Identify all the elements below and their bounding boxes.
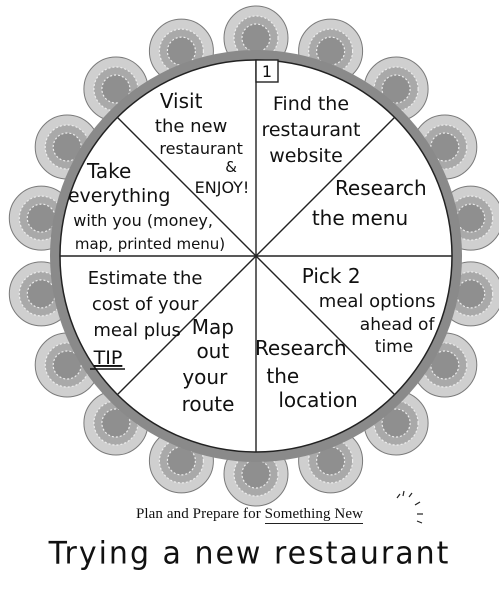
segment-pick-meals: Pick 2 meal options ahead of time [302, 264, 441, 357]
svg-text:Take everything wi: Take everything with you (money, map, pr… [68, 159, 225, 253]
scallop-ring [26, 203, 56, 233]
scallop-ring [456, 203, 486, 233]
scallop-ring [52, 350, 82, 380]
scallop-ring [456, 279, 486, 309]
segment-line: meal plus [93, 320, 181, 341]
segment-line: the menu [312, 206, 408, 230]
segment-line: map, printed menu) [75, 235, 225, 253]
segment-line: ahead of [360, 315, 436, 335]
segment-line: ENJOY! [195, 178, 250, 197]
scallop-ring [52, 132, 82, 162]
scallop-ring [101, 74, 131, 104]
svg-text:Research the menu: Research the menu [312, 176, 433, 230]
segment-line: route [182, 392, 235, 416]
svg-text:Research the locat: Research the location [255, 336, 358, 412]
segment-line: meal options [319, 291, 436, 312]
footer-title: Trying a new restaurant [48, 535, 451, 572]
step-number-box: 1 [255, 59, 279, 83]
segment-research-menu: Research the menu [312, 176, 433, 230]
segment-line: the [266, 364, 299, 388]
sparkle-icon [396, 490, 423, 524]
segment-line: everything [68, 185, 171, 207]
segment-take-everything: Take everything with you (money, map, pr… [68, 159, 225, 253]
scallop-ring [381, 74, 411, 104]
segment-line: restaurant [159, 139, 242, 158]
segment-line: & [225, 158, 237, 176]
segment-line: your [182, 365, 228, 389]
svg-text:Visit the new rest: Visit the new restaurant & ENJOY! [155, 89, 249, 197]
svg-text:Estimate the cost of you: Estimate the cost of your meal plus TIP [88, 268, 209, 369]
step-number: 1 [262, 62, 272, 81]
segment-line: the new [155, 116, 227, 137]
divider-diagonal-2 [116, 116, 396, 396]
scallop-ring [381, 408, 411, 438]
scallop-ring [101, 408, 131, 438]
segment-dividers [60, 60, 452, 452]
segment-line: Take [86, 159, 131, 183]
segment-line: with you (money, [73, 211, 213, 230]
segment-line: time [375, 337, 413, 357]
segment-line: Find the [273, 93, 349, 115]
segment-line: restaurant [261, 119, 360, 141]
segment-line: Research [255, 336, 347, 360]
scallop-ring [241, 459, 271, 489]
svg-text:Find the restaurant: Find the restaurant website [261, 93, 366, 167]
segment-line: TIP [93, 347, 123, 369]
svg-text:Pick 2 meal options: Pick 2 meal options ahead of time [302, 264, 441, 357]
segment-line: Research [335, 176, 427, 200]
segment-research-location: Research the location [255, 336, 358, 412]
segment-visit-restaurant: Visit the new restaurant & ENJOY! [155, 89, 249, 197]
scallop-ring [26, 279, 56, 309]
svg-text:Map out your: Map out your route [182, 315, 241, 416]
segment-line: Map [192, 315, 234, 339]
segment-line: out [196, 339, 229, 363]
scallop-ring [241, 23, 271, 53]
segment-line: Visit [160, 89, 203, 113]
subtitle-emphasis: Something New [264, 506, 364, 524]
subtitle-prefix: Plan and Prepare for [135, 506, 265, 522]
step-number-frame [255, 59, 279, 83]
segment-line: location [278, 388, 357, 412]
scallop-ring [430, 132, 460, 162]
segment-line: Estimate the [88, 268, 203, 289]
segment-line: website [269, 145, 343, 167]
segment-estimate-cost: Estimate the cost of your meal plus TIP [88, 268, 209, 370]
segment-map-route: Map out your route [182, 315, 241, 416]
subtitle: Plan and Prepare for Something New [0, 506, 499, 524]
segment-line: cost of your [92, 294, 199, 315]
segment-find-website: Find the restaurant website [261, 93, 366, 167]
segment-line: Pick 2 [302, 264, 361, 288]
scallop-ring [430, 350, 460, 380]
